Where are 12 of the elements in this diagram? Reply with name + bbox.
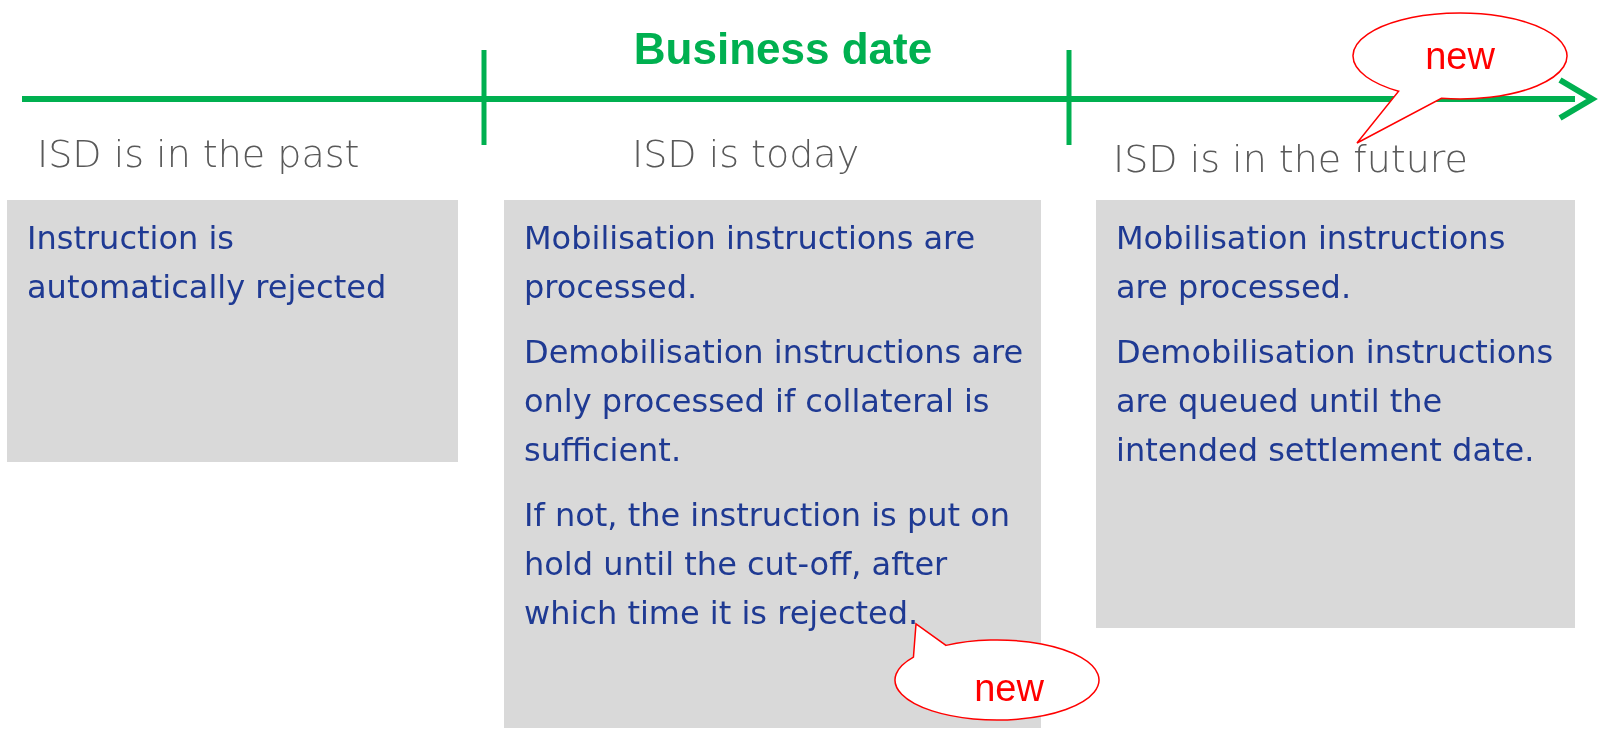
- panel-text: Mobilisation instructions are processed.: [1116, 218, 1507, 308]
- callout-text: new: [974, 666, 1044, 710]
- timeline-title: Business date: [632, 24, 934, 74]
- column-heading: ISD is in the future: [1113, 137, 1468, 181]
- panel-text: Demobilisation instructions are only processed if collateral is sufficient.: [524, 332, 1025, 471]
- column-heading: ISD is today: [632, 132, 860, 176]
- panel-text: Mobilisation instructions are processed.: [524, 218, 977, 308]
- callout-text: new: [1425, 34, 1495, 78]
- panel-text: Demobilisation instructions are queued until the intended settlement date.: [1116, 332, 1555, 471]
- column-heading: ISD is in the past: [37, 132, 360, 176]
- panel-text: If not, the instruction is put on hold until the cut-off, after which time it is rejected.: [524, 495, 1012, 634]
- panel-text: Instruction is automatically rejected: [27, 218, 388, 308]
